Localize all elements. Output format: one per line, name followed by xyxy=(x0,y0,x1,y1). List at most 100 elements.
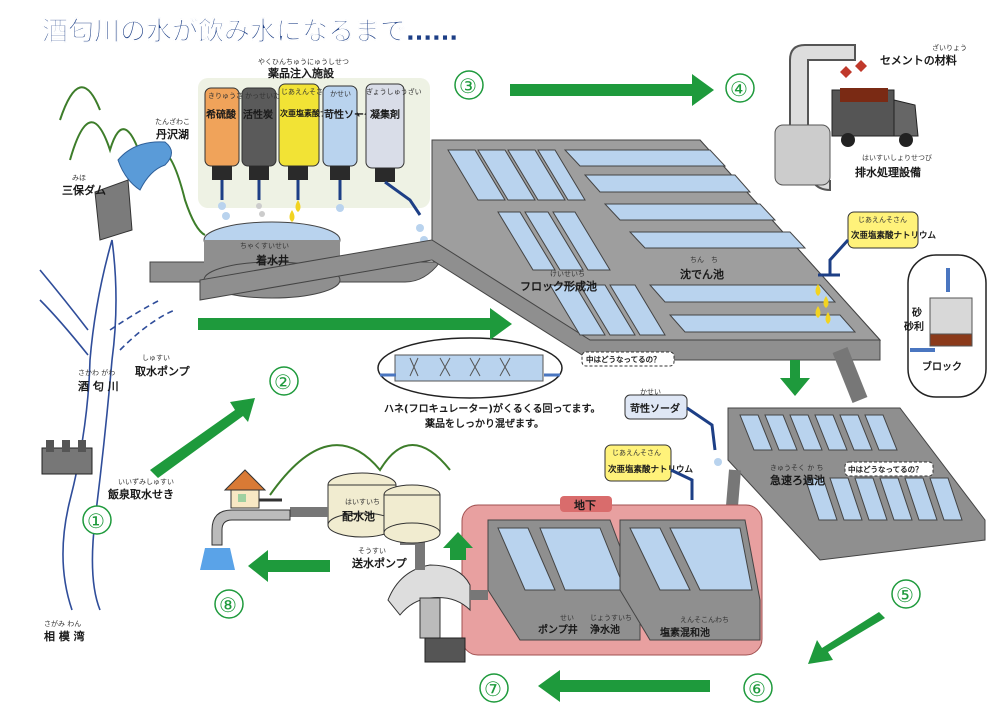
filter-block-label: ブロック xyxy=(922,360,962,373)
paddle-shapes xyxy=(409,357,511,377)
arrow-1-2 xyxy=(150,398,255,478)
weir-ruby: いいずみしゅすい xyxy=(118,477,174,486)
settling-pond-ruby: ちん ち xyxy=(690,256,718,264)
whats-inside-label-2: 中はどうなってるの？ xyxy=(848,464,923,474)
tank-caustic: かせい 苛性ソーダ xyxy=(322,85,374,180)
hypo-label-2-ruby: じあえんそさん xyxy=(612,449,661,457)
whats-inside-box-2 xyxy=(844,461,934,477)
floc-pond-ruby: けいせいち xyxy=(550,270,585,278)
waste-facility-label: 排水処理設備 xyxy=(855,165,921,179)
step-4: ④ xyxy=(730,77,748,101)
distribution-pond-ruby: はいすいち xyxy=(345,498,380,506)
hypo-label-2: 次亜塩素酸ナトリウム xyxy=(608,464,694,475)
hypo-drops-1 xyxy=(815,284,831,324)
settling-pond-label: 沈でん池 xyxy=(680,267,724,281)
step-3: ③ xyxy=(459,74,477,98)
floc-pond-label: フロック形成池 xyxy=(520,279,597,293)
underground-tag xyxy=(560,496,612,512)
receiving-well-label: 着水井 xyxy=(255,253,289,267)
intake-pump-ruby: しゅすい xyxy=(142,354,170,362)
hypo-pipe-1 xyxy=(818,238,850,277)
step-7: ⑦ xyxy=(484,677,502,701)
tanzawa-lake-label: 丹沢湖 xyxy=(156,127,189,141)
tank-coagulant-ruby: ぎょうしゅうざい xyxy=(366,87,422,96)
caustic-pipe xyxy=(686,406,717,451)
waste-tank xyxy=(774,124,831,186)
hypo-label-1-ruby: じあえんそさん xyxy=(858,216,907,224)
arrow-pump-up xyxy=(443,532,473,560)
arrow-to-8 xyxy=(248,550,330,582)
paddle-caption-2: 薬品をしっかり混ぜます。 xyxy=(424,417,544,430)
tank-carbon-label: 活性炭 xyxy=(243,108,273,121)
whats-inside-box-1 xyxy=(581,351,675,367)
tank-caustic-ruby: かせい xyxy=(330,90,351,98)
sakawa-river-ruby: さかわ がわ xyxy=(78,368,115,377)
hypo-label-1: 次亜塩素酸ナトリウム xyxy=(851,230,937,241)
waste-facility-ruby: はいすいしょりせつび xyxy=(862,154,932,162)
filter-gravel-label: 砂利 xyxy=(903,320,924,333)
tank-carbon-ruby: かっせいたん xyxy=(245,92,287,100)
filter-sand-label: 砂 xyxy=(911,306,922,319)
caustic-ruby: かせい xyxy=(640,388,661,396)
page-title: 酒匂川の水が飲み水になるまで…… xyxy=(42,16,458,47)
settling-to-filter-pipe xyxy=(832,347,868,403)
cement-ruby: ざいりょう xyxy=(932,43,967,52)
intake-pump-label: 取水ポンプ xyxy=(135,364,191,378)
tank-sulfuric: きりゅうさん 希硫酸 xyxy=(204,87,250,180)
tank-coagulant-label: 凝集剤 xyxy=(370,108,400,121)
step-6: ⑥ xyxy=(748,677,766,701)
supply-pump-ruby: そうすい xyxy=(358,547,386,555)
step-2: ② xyxy=(274,370,292,394)
settling-basins xyxy=(563,149,857,333)
tanzawa-lake-ruby: たんざわこ xyxy=(155,117,190,126)
floc-basins xyxy=(447,149,666,336)
rapid-filter-label: 急速ろ過池 xyxy=(770,473,825,487)
weir-label: 飯泉取水せき xyxy=(107,487,174,501)
clear-pond-ruby: じょうすいち xyxy=(590,614,632,622)
miho-dam-ruby: みほ xyxy=(72,174,86,182)
sakawa-river-label: 酒 匂 川 xyxy=(78,379,119,393)
tank-hypochlorite-label: 次亜塩素酸ナトリウム xyxy=(280,108,360,118)
pump-well-ruby: せい xyxy=(560,614,574,622)
caustic-drop xyxy=(714,458,722,466)
whats-inside-label-1: 中はどうなってるの？ xyxy=(586,354,661,364)
paddle-caption-1: ハネ(フロキュレーター)がくるくる回ってます。 xyxy=(384,402,601,415)
arrow-3-4 xyxy=(510,74,714,106)
chlorine-pond-label: 塩素混和池 xyxy=(660,626,710,639)
tank-carbon: かっせいたん 活性炭 xyxy=(241,87,287,180)
sagami-bay-ruby: さがみ わん xyxy=(44,619,81,628)
tank-caustic-label: 苛性ソーダ xyxy=(324,108,374,121)
paddle-basin xyxy=(394,354,544,382)
arrow-settle-to-filter xyxy=(780,360,810,396)
tank-sulfuric-label: 希硫酸 xyxy=(205,108,237,121)
supply-pump-label: 送水ポンプ xyxy=(351,556,408,570)
hypo-label-1-box xyxy=(847,211,919,249)
sakawa-river-shape xyxy=(39,239,117,611)
caustic-label-box xyxy=(624,394,688,420)
dosing-lines xyxy=(220,180,422,216)
arrow-6-7 xyxy=(538,670,710,702)
arrow-to-plant xyxy=(198,308,512,340)
filter-sand-layer xyxy=(929,297,973,335)
chlorine-pond-ruby: えんそこんわち xyxy=(680,616,729,624)
rapid-filter-ruby: きゅうそく か ち xyxy=(770,464,823,472)
hypo-label-2-box xyxy=(604,444,672,482)
clear-pond-label: 浄水池 xyxy=(590,623,620,636)
intake-pipe xyxy=(109,299,176,351)
step-8: ⑧ xyxy=(219,593,237,617)
faucet-icon xyxy=(200,498,291,570)
pump-well-label: ポンプ井 xyxy=(538,623,578,636)
step-1: ① xyxy=(87,509,105,533)
caustic-label: 苛性ソーダ xyxy=(630,402,680,415)
arrow-5-6 xyxy=(808,612,885,664)
tank-sulfuric-ruby: きりゅうさん xyxy=(208,92,250,100)
chlorine-pond-basins xyxy=(629,527,753,591)
cement-label: セメントの材料 xyxy=(880,53,957,67)
step-5: ⑤ xyxy=(896,583,914,607)
chemical-facility-ruby: やくひんちゅうにゅうしせつ xyxy=(258,58,349,66)
chemical-facility-label: 薬品注入施設 xyxy=(268,66,335,80)
tanzawa-lake-shape xyxy=(117,141,172,191)
miho-dam-shape xyxy=(94,179,133,241)
underground-label: 地下 xyxy=(574,498,596,512)
